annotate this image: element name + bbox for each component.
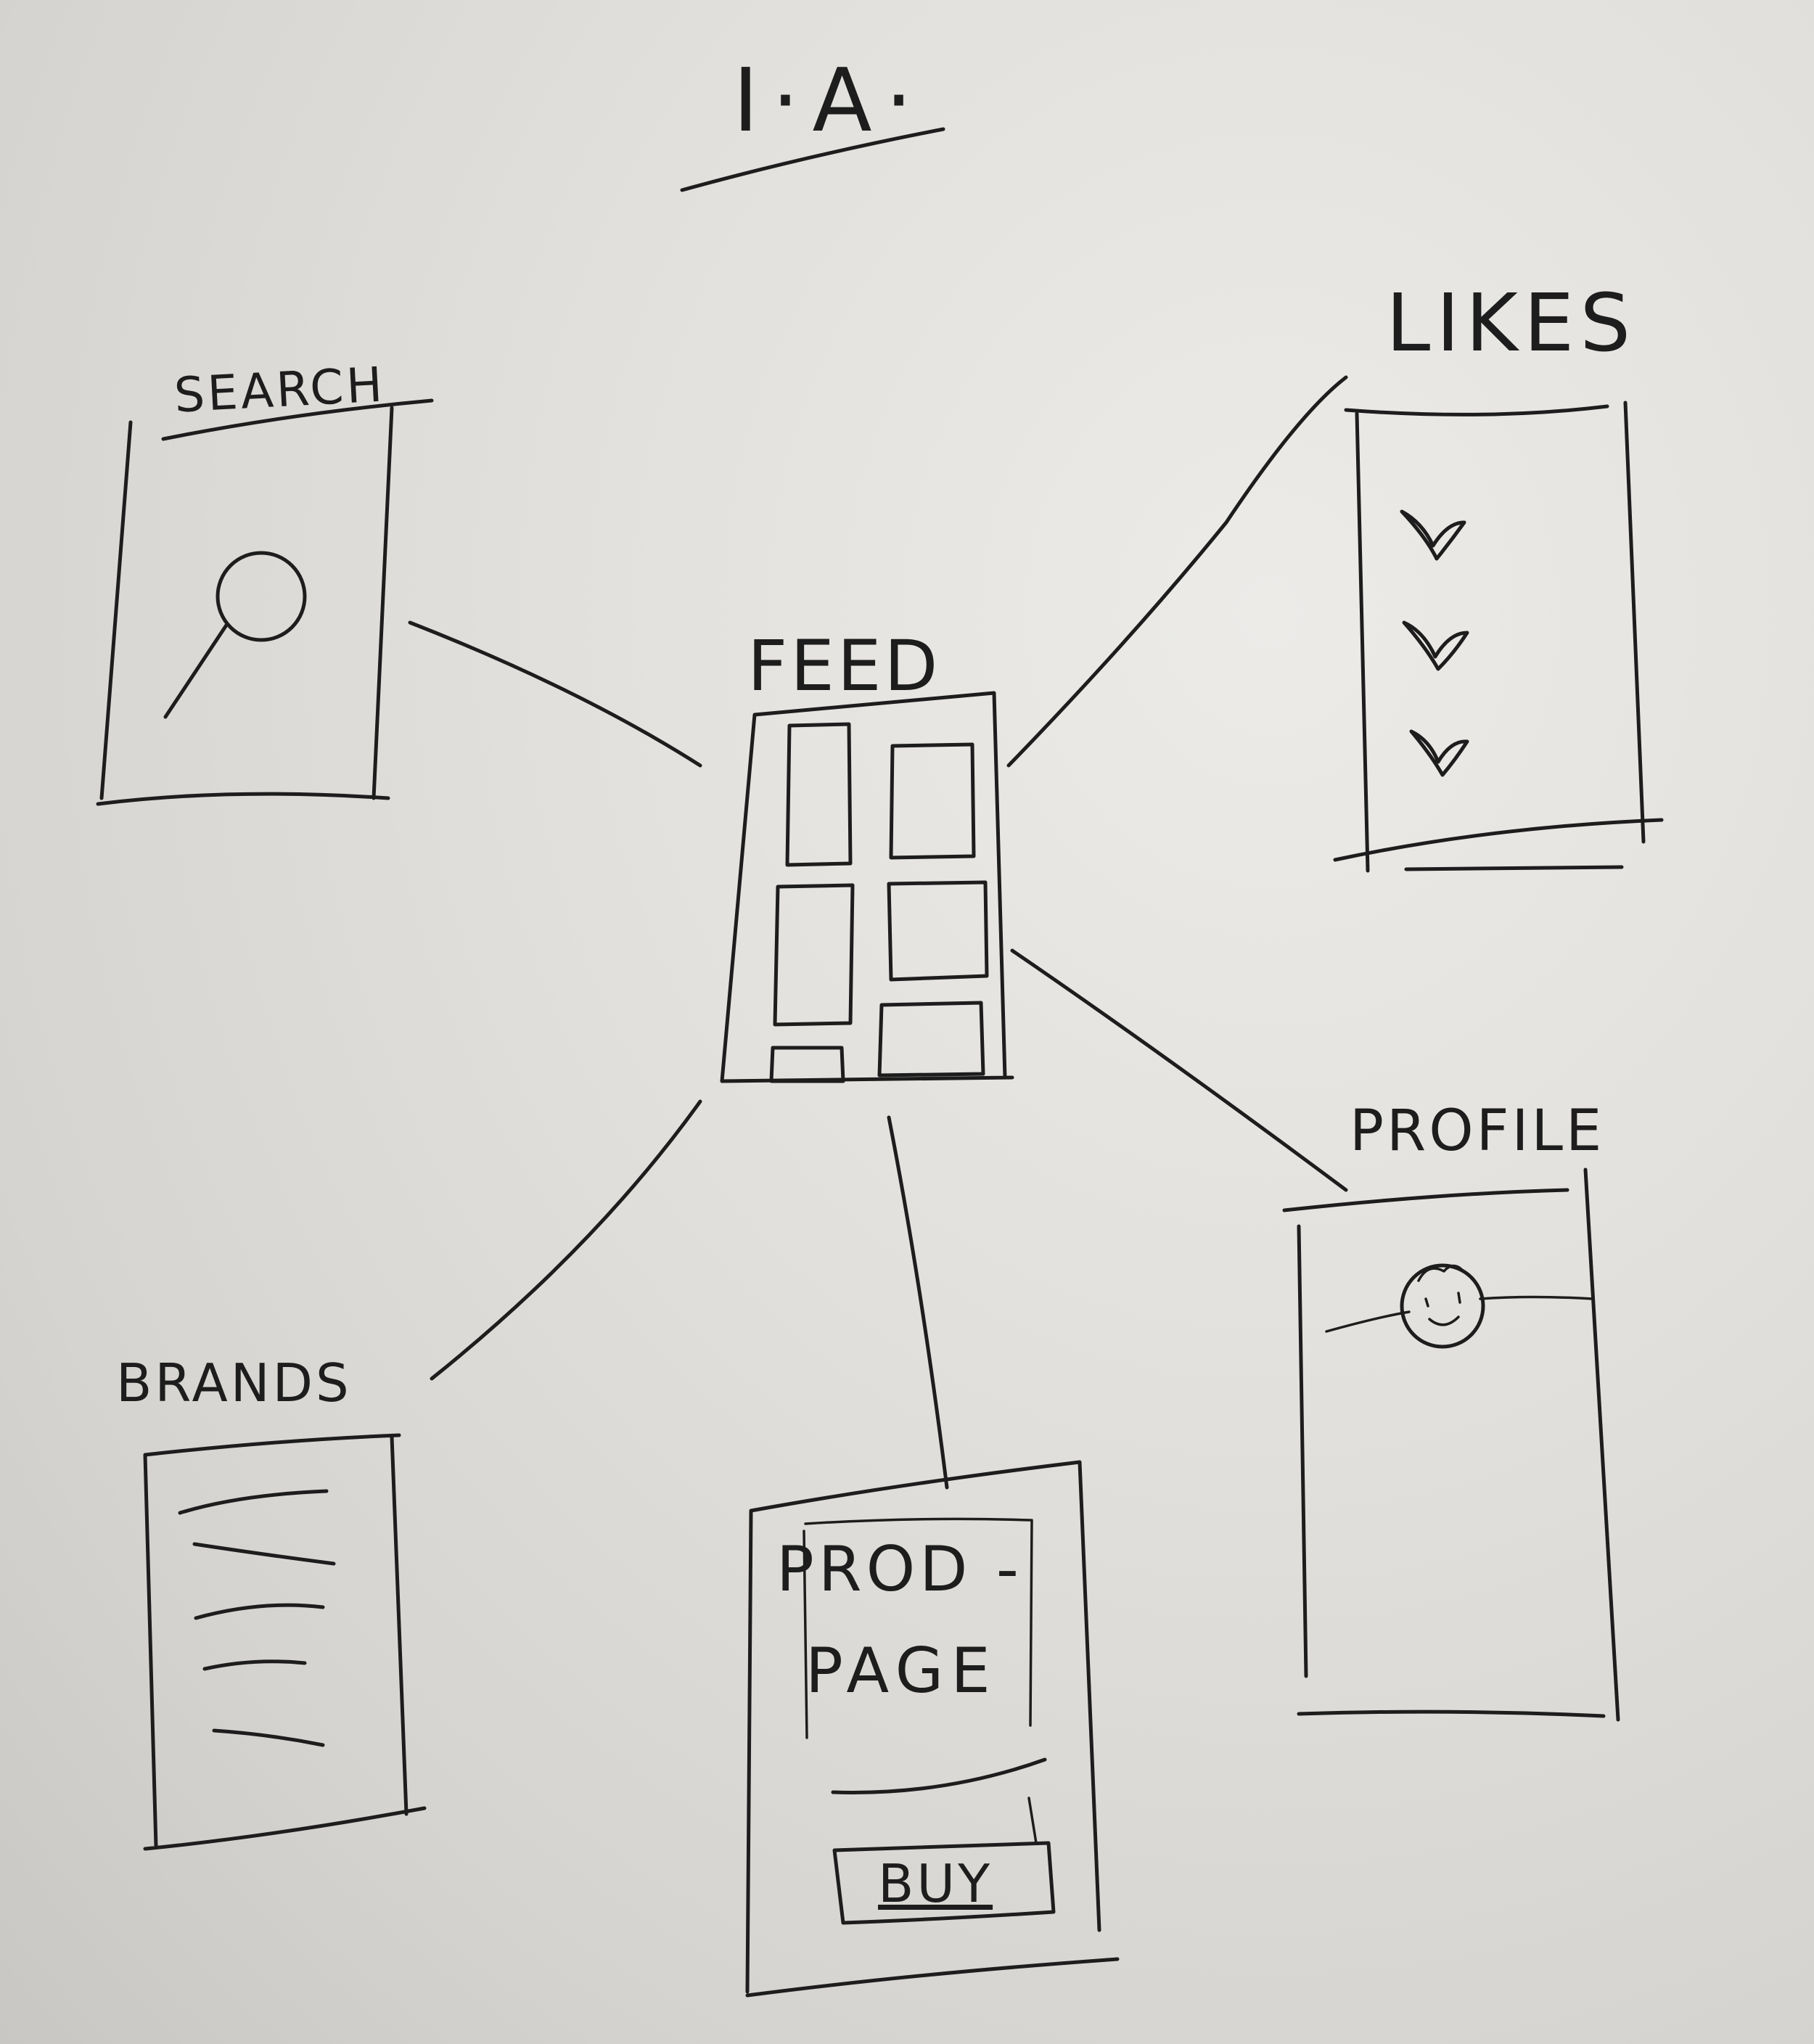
node-label-product-1: PROD -	[776, 1533, 1023, 1606]
feed-tile	[887, 880, 989, 982]
search-wireframe	[96, 398, 434, 806]
feed-wireframe	[720, 691, 1014, 1083]
node-label-product-2: PAGE	[805, 1635, 998, 1707]
brands-wireframe	[143, 1433, 427, 1851]
edge-feed-profile	[1010, 948, 1348, 1192]
title-underline	[680, 127, 945, 192]
node-label-feed: FEED	[747, 625, 941, 707]
search-frame	[96, 406, 394, 806]
heart-icon	[1409, 729, 1469, 777]
edge-feed-product	[887, 1115, 949, 1490]
node-label-search: SEARCH	[173, 356, 387, 424]
feed-tile	[877, 1001, 985, 1078]
magnifier-icon	[163, 551, 307, 719]
buy-button-label: BUY	[878, 1853, 993, 1914]
edge-feed-search	[408, 620, 702, 768]
brands-list-line	[212, 1728, 325, 1747]
brands-list-line	[202, 1659, 307, 1671]
likes-frame	[1333, 401, 1664, 873]
edge-feed-likes	[1006, 375, 1348, 768]
buy-area-line	[1027, 1797, 1038, 1844]
profile-wireframe	[1282, 1167, 1620, 1722]
brands-list-line	[194, 1603, 325, 1620]
feed-tile	[785, 722, 853, 867]
feed-frame	[720, 691, 1014, 1083]
brands-frame	[143, 1433, 427, 1851]
brands-list-line	[192, 1542, 336, 1566]
heart-icon	[1400, 509, 1466, 561]
smiley-face-icon	[1400, 1263, 1485, 1349]
feed-tile	[889, 742, 976, 860]
buy-button-outline	[832, 1841, 1056, 1925]
connectors	[408, 375, 1348, 1490]
product-page-wireframe	[745, 1460, 1120, 1998]
product-inner-frame	[803, 1517, 1033, 1739]
heart-icon	[1402, 620, 1469, 671]
search-header-line	[161, 398, 434, 441]
profile-frame	[1282, 1167, 1620, 1722]
brands-list-line	[178, 1489, 329, 1515]
feed-tile	[773, 883, 855, 1027]
edge-feed-brands	[430, 1099, 702, 1381]
feed-tile	[769, 1046, 845, 1083]
node-label-likes: LIKES	[1386, 276, 1637, 369]
node-label-profile: PROFILE	[1350, 1099, 1605, 1164]
likes-wireframe	[1333, 401, 1664, 873]
node-label-brands: BRANDS	[116, 1353, 352, 1413]
diagram-title: I·A·	[733, 51, 926, 152]
product-frame	[745, 1460, 1120, 1998]
product-divider	[831, 1757, 1047, 1794]
